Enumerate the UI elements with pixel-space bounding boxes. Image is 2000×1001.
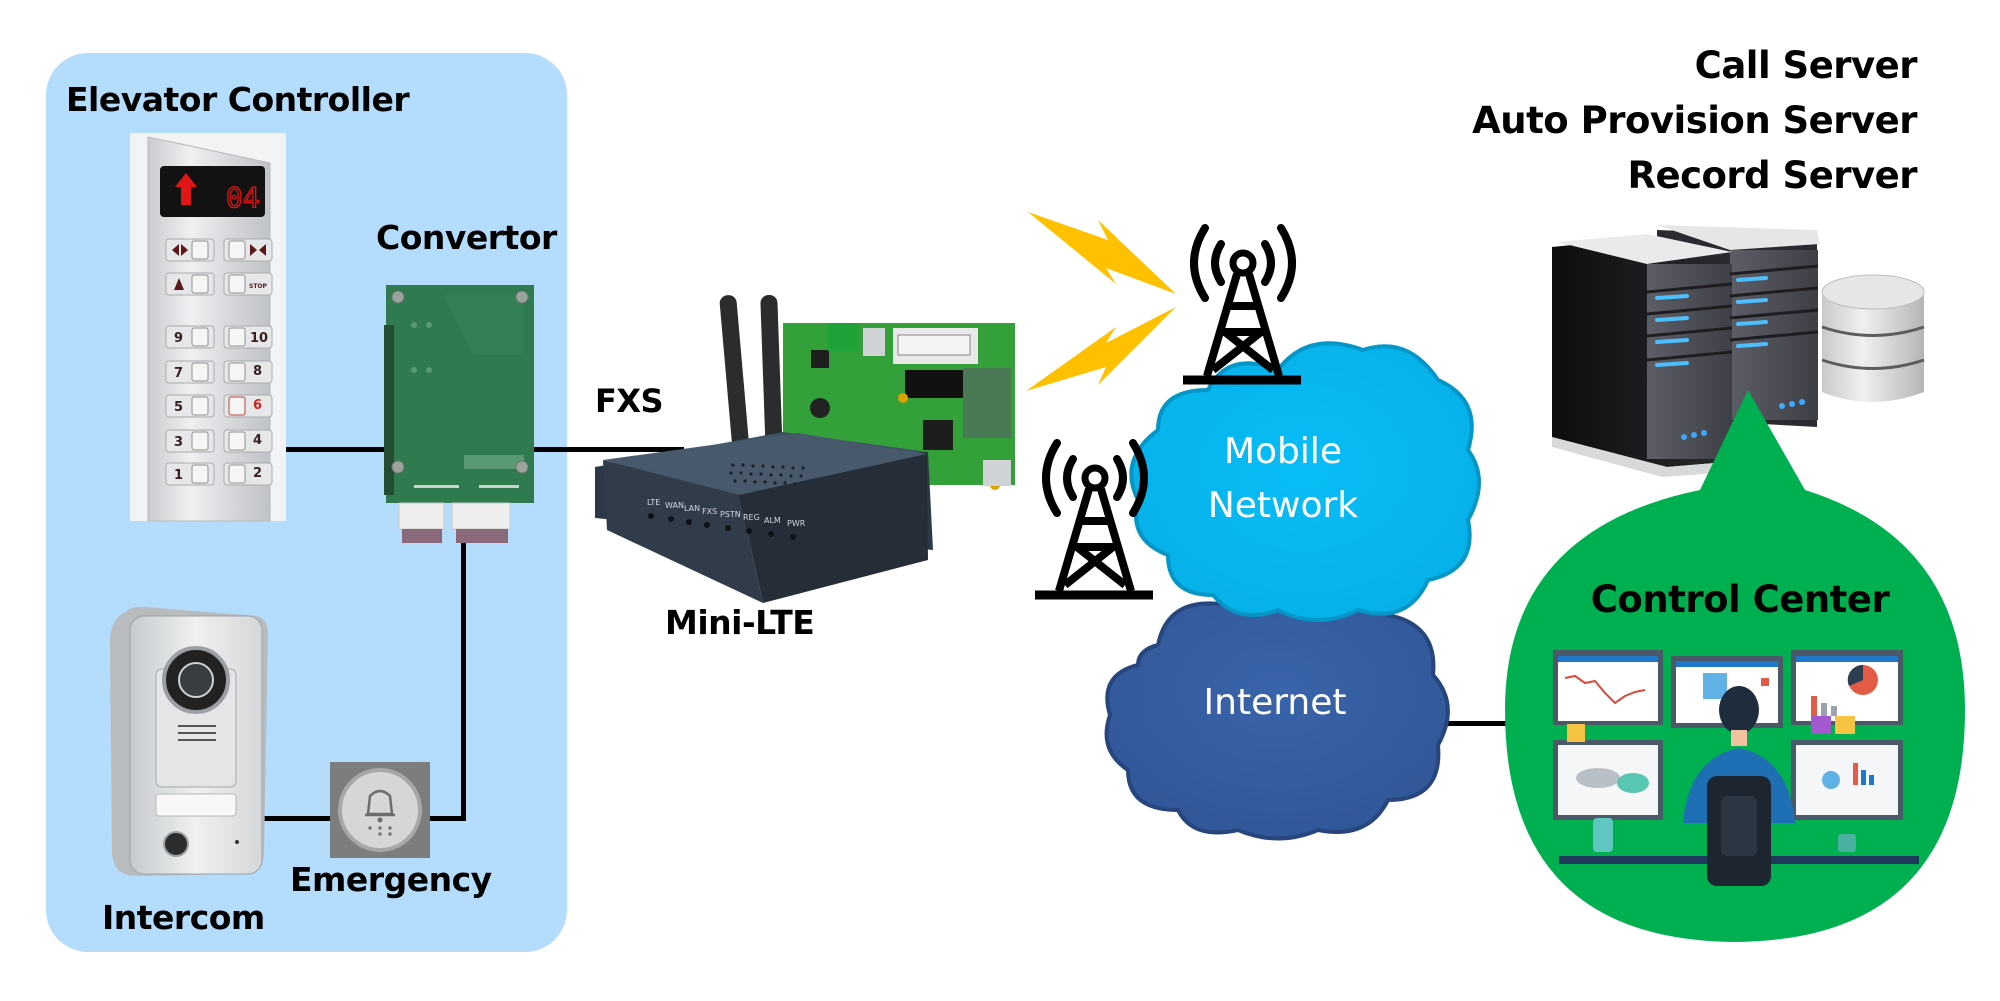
auto-provision-server-label: Auto Provision Server	[1472, 99, 1917, 142]
svg-text:8: 8	[253, 364, 262, 379]
operator-workstation-illustration	[1553, 650, 1919, 886]
antenna	[719, 295, 750, 455]
operator-figure	[1683, 686, 1795, 886]
svg-text:10: 10	[250, 331, 268, 346]
cell-tower-icon	[1035, 439, 1153, 600]
svg-text:FXS: FXS	[702, 507, 717, 516]
lightning-bolt-icon	[1028, 212, 1176, 294]
wire-convertor-vertical	[461, 540, 466, 821]
convertor-board	[384, 285, 534, 543]
emergency-button	[330, 762, 430, 858]
svg-text:LAN: LAN	[684, 504, 700, 513]
svg-text:2: 2	[253, 466, 262, 481]
wire-internet-to-control-center	[1448, 721, 1512, 726]
svg-text:LTE: LTE	[647, 498, 660, 507]
mobile-network-label-line2: Network	[1207, 485, 1359, 526]
mini-lte-label: Mini-LTE	[665, 603, 815, 642]
svg-text:6: 6	[253, 398, 262, 413]
cell-tower-icon	[1183, 224, 1301, 385]
mobile-network-cloud	[1129, 341, 1481, 622]
record-server-label: Record Server	[1627, 154, 1918, 197]
svg-text:REG: REG	[743, 513, 760, 522]
mobile-network-label: Mobile Network	[1168, 425, 1398, 533]
mobile-network-label-line1: Mobile	[1223, 431, 1343, 472]
mini-lte-device: LTE WAN LAN FXS PSTN REG ALM PWR	[595, 295, 1015, 603]
antenna	[760, 295, 783, 455]
up-arrow-icon	[175, 173, 197, 205]
vent-grille	[729, 463, 805, 486]
svg-text:WAN: WAN	[665, 501, 684, 510]
call-server-label: Call Server	[1694, 44, 1918, 87]
server-labels: Call Server Auto Provision Server Record…	[1472, 38, 1917, 203]
emergency-label: Emergency	[290, 860, 492, 899]
internet-cloud-label: Internet	[1203, 682, 1347, 723]
bell-icon	[365, 789, 395, 823]
svg-text:5: 5	[174, 400, 183, 415]
door-open-icon	[172, 244, 188, 256]
intercom-label: Intercom	[102, 898, 265, 937]
server-rack-icon	[1552, 225, 1925, 477]
svg-text:7: 7	[174, 366, 183, 381]
fxs-port-label: FXS	[595, 382, 664, 420]
control-center-title: Control Center	[1590, 578, 1890, 621]
svg-text:3: 3	[174, 435, 183, 450]
elevator-car-panel: 04 STOP 9 10 7 8 5 6 3 4 1 2	[130, 133, 286, 522]
alarm-bell-icon	[174, 278, 184, 290]
wire-elevator-to-convertor	[285, 447, 390, 452]
elevator-controller-title: Elevator Controller	[66, 80, 410, 119]
wire-convertor-to-minilte	[534, 447, 684, 452]
intercom-device	[110, 606, 268, 876]
led-row: LTE WAN LAN FXS PSTN REG ALM PWR	[647, 498, 806, 540]
svg-text:PSTN: PSTN	[720, 510, 741, 519]
floor-display: 04	[226, 181, 260, 214]
convertor-label: Convertor	[376, 218, 557, 257]
lightning-bolt-icon	[1026, 307, 1176, 391]
svg-text:9: 9	[174, 331, 183, 346]
svg-text:ALM: ALM	[764, 516, 781, 525]
svg-text:PWR: PWR	[787, 519, 806, 528]
database-icon	[1821, 274, 1925, 402]
svg-text:4: 4	[253, 433, 262, 448]
svg-text:1: 1	[174, 468, 183, 483]
svg-text:STOP: STOP	[249, 283, 268, 290]
door-close-icon	[250, 244, 266, 256]
